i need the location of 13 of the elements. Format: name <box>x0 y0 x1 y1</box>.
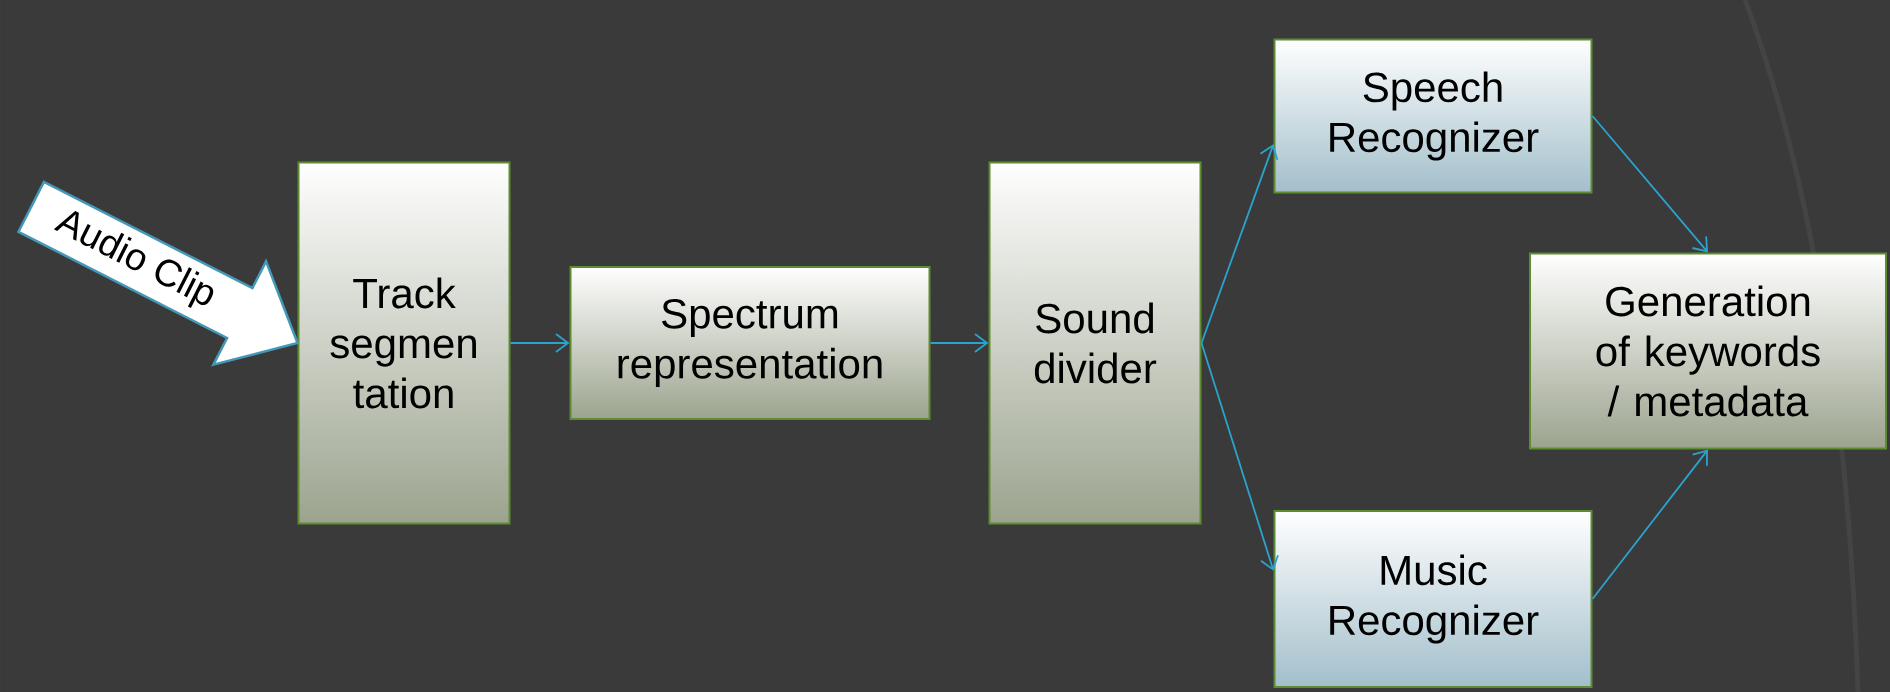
arrow <box>1200 342 1279 571</box>
process-box: Speech Recognizer <box>1273 38 1593 194</box>
arrow <box>509 333 570 353</box>
arrow <box>1591 449 1708 600</box>
process-box: Music Recognizer <box>1273 510 1593 688</box>
process-box: Spectrum representation <box>569 266 931 420</box>
arrow <box>1591 115 1708 253</box>
arrow <box>1200 144 1279 344</box>
arrow <box>929 333 989 353</box>
process-box: Track segmen tation <box>297 161 511 525</box>
process-box: Sound divider <box>988 161 1202 525</box>
process-box: Generation of keywords / metadata <box>1529 252 1887 450</box>
edge-label: Audio Clip <box>53 210 214 309</box>
